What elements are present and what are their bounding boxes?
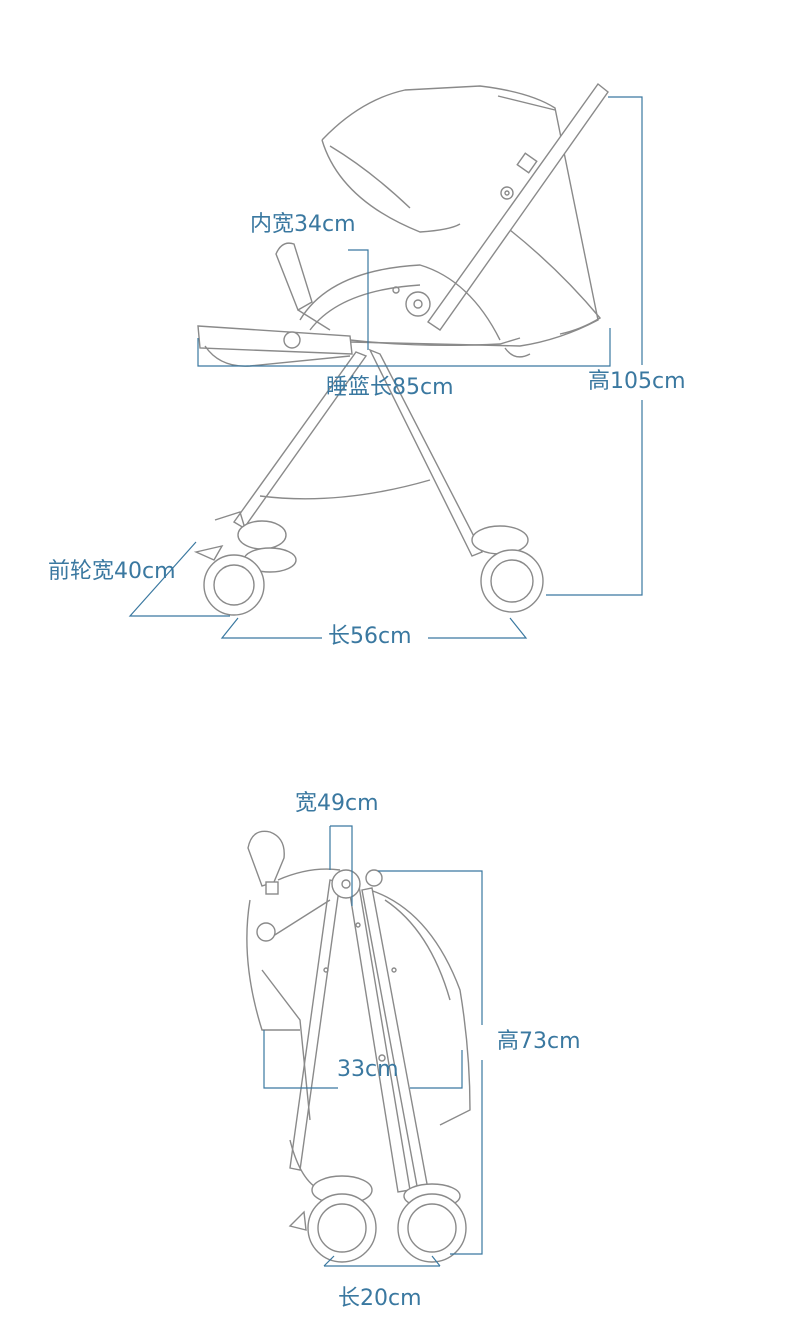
inner-width-label: 内宽34cm (250, 212, 356, 237)
unfolded-dimension-lines (128, 96, 643, 639)
folded-dimension-lines (263, 825, 483, 1267)
front-wheel-width-label: 前轮宽40cm (48, 559, 176, 584)
bassinet-length-label: 睡篮长85cm (326, 375, 454, 400)
folded-width-label: 宽49cm (295, 791, 379, 816)
height-label: 高105cm (588, 369, 686, 394)
folded-stroller-drawing (246, 830, 471, 1263)
folded-length-label: 长20cm (338, 1286, 422, 1311)
folded-height-label: 高73cm (497, 1029, 581, 1054)
unfolded-stroller-drawing (193, 82, 609, 616)
folded-depth-label: 33cm (337, 1057, 399, 1082)
length-label: 长56cm (328, 624, 412, 649)
